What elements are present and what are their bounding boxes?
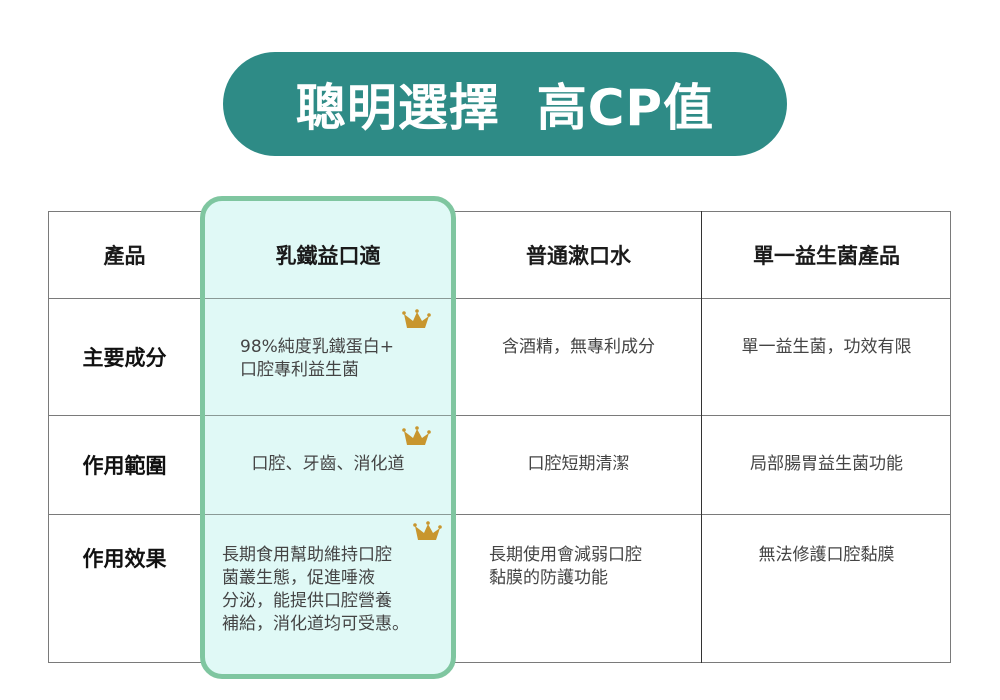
- header-label: 單一益生菌產品: [753, 243, 900, 268]
- featured-effect-cell: 長期食用幫助維持口腔 菌叢生態，促進唾液 分泌，能提供口腔營養 補給，消化道均可…: [222, 544, 447, 644]
- cell-text-line: 菌叢生態，促進唾液: [222, 568, 375, 588]
- title-banner: 聰明選擇 高CP值: [223, 52, 787, 156]
- header-cell-mouthwash: 普通漱口水: [456, 211, 701, 298]
- header-label: 產品: [103, 243, 146, 268]
- comparison-table: [48, 211, 951, 663]
- page-title: 聰明選擇 高CP值: [295, 79, 715, 137]
- crown-icon: [402, 426, 431, 445]
- cell-text-line: 長期食用幫助維持口腔: [222, 545, 392, 565]
- probiotic-scope-cell: 局部腸胃益生菌功能: [702, 415, 951, 514]
- row-label: 作用範圍: [82, 453, 167, 478]
- mouthwash-ingredients-cell: 含酒精，無專利成分: [456, 336, 701, 396]
- header-cell-probiotic: 單一益生菌產品: [702, 211, 951, 298]
- header-cell-featured: 乳鐵益口適: [205, 211, 451, 298]
- row-label-scope: 作用範圍: [48, 415, 201, 514]
- cell-text: 口腔短期清潔: [527, 454, 630, 474]
- cell-text-line: 補給，消化道均可受惠。: [222, 614, 409, 634]
- row-divider: [205, 298, 451, 299]
- cell-text: 局部腸胃益生菌功能: [750, 454, 903, 474]
- row-label: 主要成分: [82, 345, 167, 370]
- cell-text-line: 口腔專利益生菌: [240, 360, 359, 380]
- mouthwash-effect-cell: 長期使用會減弱口腔 黏膜的防護功能: [489, 544, 689, 604]
- cell-text-line: 長期使用會減弱口腔: [489, 545, 642, 565]
- row-divider: [205, 514, 451, 515]
- cell-text: 含酒精，無專利成分: [502, 337, 655, 357]
- cell-text: 單一益生菌，功效有限: [741, 337, 912, 357]
- cell-text-line: 黏膜的防護功能: [489, 568, 608, 588]
- row-label: 作用效果: [82, 547, 167, 571]
- row-label-effect: 作用效果: [48, 543, 201, 583]
- header-label: 普通漱口水: [526, 243, 631, 268]
- cell-text-line: 分泌，能提供口腔營養: [222, 591, 392, 611]
- cell-text: 口腔、牙齒、消化道: [251, 454, 405, 474]
- column-divider: [701, 211, 702, 663]
- crown-icon: [402, 309, 431, 328]
- row-divider: [48, 298, 951, 299]
- crown-icon: [413, 521, 442, 540]
- header-label: 乳鐵益口適: [275, 243, 381, 268]
- row-divider: [205, 415, 451, 416]
- row-divider: [48, 514, 951, 515]
- row-divider: [48, 415, 951, 416]
- header-cell-product: 產品: [48, 211, 201, 298]
- probiotic-ingredients-cell: 單一益生菌，功效有限: [702, 336, 951, 396]
- mouthwash-scope-cell: 口腔短期清潔: [456, 415, 701, 514]
- cell-text: 無法修護口腔黏膜: [758, 545, 895, 565]
- featured-ingredients-cell: 98%純度乳鐵蛋白+ 口腔專利益生菌: [240, 336, 440, 396]
- featured-scope-cell: 口腔、牙齒、消化道: [205, 415, 451, 514]
- probiotic-effect-cell: 無法修護口腔黏膜: [702, 544, 951, 584]
- cell-text-line: 98%純度乳鐵蛋白+: [240, 337, 395, 357]
- row-label-ingredients: 主要成分: [48, 298, 201, 415]
